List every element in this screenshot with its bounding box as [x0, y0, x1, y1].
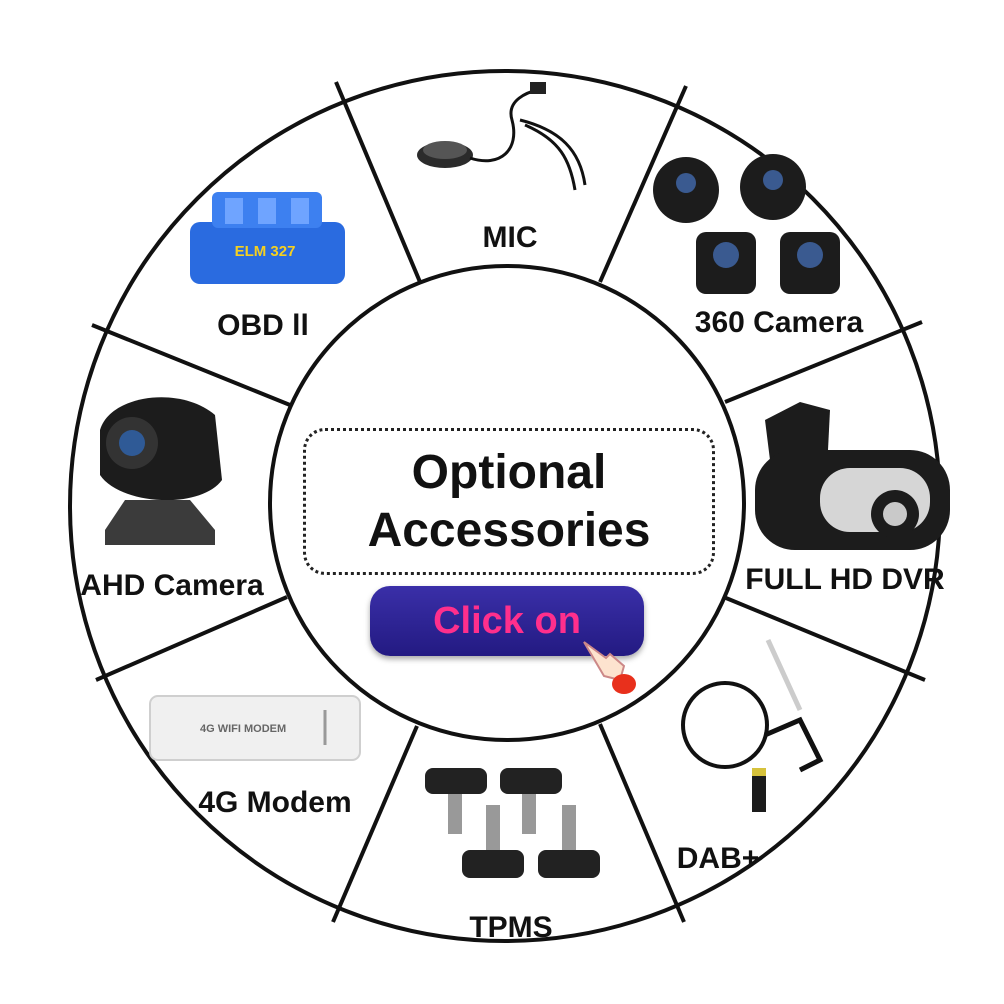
- click-on-button-label: Click on: [433, 599, 581, 642]
- accessory-label-4g-modem: 4G Modem: [198, 786, 351, 819]
- center-title-line1: Optional: [411, 445, 607, 499]
- click-on-button[interactable]: Click on: [370, 586, 644, 656]
- accessory-label-mic: MIC: [483, 221, 538, 254]
- tire-sensor-icon: [425, 768, 600, 878]
- accessory-label-dab: DAB+: [677, 842, 760, 875]
- camera-360-icon: [653, 154, 840, 294]
- svg-text:4G WIFI MODEM: 4G WIFI MODEM: [200, 723, 286, 735]
- dab-antenna-icon: [681, 638, 824, 812]
- backup-camera-icon: [100, 397, 222, 545]
- center-title-box: Optional Accessories: [303, 428, 715, 575]
- accessory-label-dvr: FULL HD DVR: [745, 563, 945, 596]
- accessory-label-360-camera: 360 Camera: [695, 306, 864, 339]
- microphone-icon: [417, 82, 587, 191]
- obd-adapter-icon: ELM 327: [190, 192, 345, 284]
- svg-text:ELM 327: ELM 327: [235, 243, 296, 260]
- accessory-label-tpms: TPMS: [469, 911, 552, 944]
- segment-dividers: [91, 81, 926, 923]
- usb-modem-icon: 4G WIFI MODEM: [149, 695, 361, 761]
- accessory-label-ahd-camera: AHD Camera: [80, 569, 264, 602]
- dashcam-icon: [755, 402, 950, 550]
- center-title-line2: Accessories: [367, 503, 651, 557]
- accessory-label-obd: OBD ll: [217, 309, 309, 342]
- pointing-hand-icon: [583, 641, 636, 694]
